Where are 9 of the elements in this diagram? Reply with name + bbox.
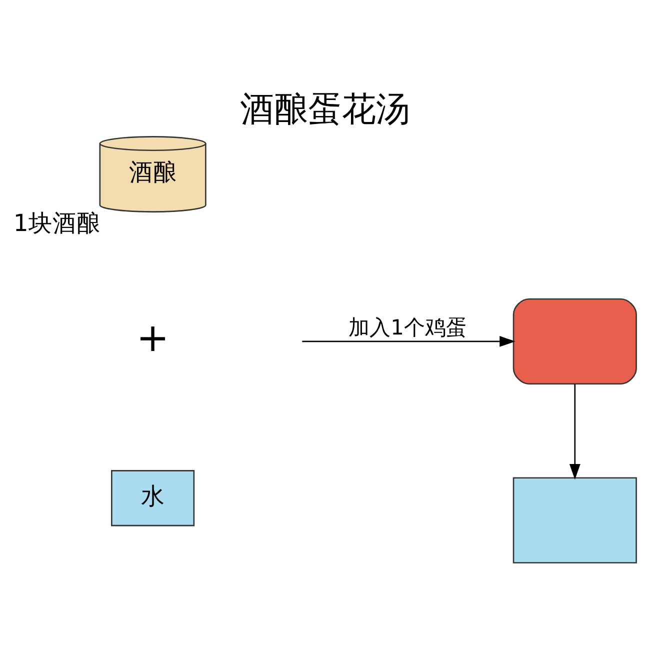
diagram-title: 酒酿蛋花汤 — [240, 89, 410, 130]
node-box: 水 — [111, 470, 195, 526]
edge-label: 加入1个鸡蛋 — [348, 315, 467, 340]
label: + — [136, 316, 170, 361]
node-label: 1块酒酿 — [13, 208, 100, 236]
node-box — [512, 298, 637, 384]
node-box — [512, 476, 637, 563]
arrow — [302, 335, 516, 346]
arrow — [569, 384, 580, 480]
